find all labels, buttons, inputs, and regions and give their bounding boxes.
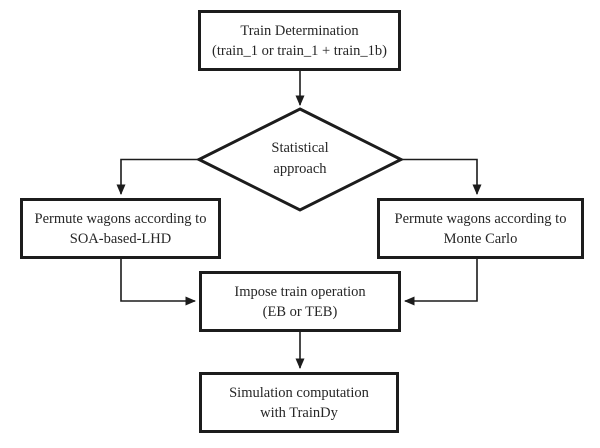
arrow-decision-to-lhd — [116, 158, 200, 195]
node-statistical-approach-line2: approach — [273, 161, 327, 177]
node-train-determination: Train Determination (train_1 or train_1 … — [198, 10, 401, 71]
node-permute-monte-carlo: Permute wagons according to Monte Carlo — [377, 198, 584, 259]
arrow-montecarlo-to-operation — [404, 259, 478, 306]
node-permute-monte-carlo-line1: Permute wagons according to — [394, 210, 567, 227]
node-simulation-computation: Simulation computation with TrainDy — [199, 372, 399, 433]
node-train-determination-line1: Train Determination — [240, 22, 359, 39]
arrow-decision-to-montecarlo — [400, 158, 482, 195]
node-impose-train-operation: Impose train operation (EB or TEB) — [199, 271, 401, 332]
arrow-lhd-to-operation — [120, 259, 196, 306]
node-simulation-computation-line2: with TrainDy — [260, 404, 338, 421]
node-permute-soa-lhd: Permute wagons according to SOA-based-LH… — [20, 198, 221, 259]
node-permute-soa-lhd-line1: Permute wagons according to — [34, 210, 207, 227]
node-permute-monte-carlo-line2: Monte Carlo — [443, 230, 518, 247]
node-impose-train-operation-line1: Impose train operation — [234, 283, 366, 300]
node-train-determination-line2: (train_1 or train_1 + train_1b) — [212, 42, 387, 59]
node-statistical-approach: Statistical approach — [225, 137, 375, 181]
decision-diamond-shape — [195, 107, 405, 212]
node-simulation-computation-line1: Simulation computation — [229, 384, 369, 401]
node-statistical-approach-line1: Statistical — [271, 140, 329, 156]
node-impose-train-operation-line2: (EB or TEB) — [262, 303, 338, 320]
node-permute-soa-lhd-line2: SOA-based-LHD — [69, 230, 172, 247]
